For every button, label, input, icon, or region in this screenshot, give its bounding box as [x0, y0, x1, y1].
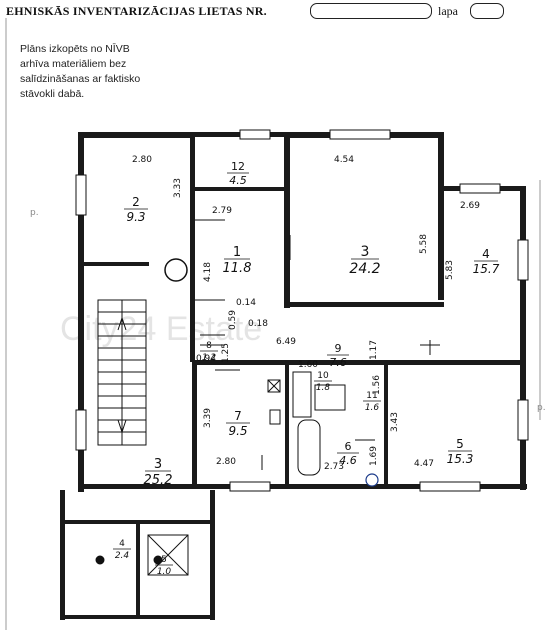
room-label: 51.0 — [155, 555, 173, 577]
doors — [195, 219, 440, 470]
room-label: 111.6 — [363, 391, 381, 413]
note-line: stāvokli dabā. — [20, 88, 85, 100]
dimension-label: 5.58 — [419, 234, 429, 254]
page-number-field — [470, 3, 504, 19]
dimension-label: 3.33 — [173, 178, 183, 198]
bathroom-fixtures — [267, 371, 346, 476]
dimension-label: 1.25 — [221, 343, 231, 363]
room-number: 7 — [234, 409, 242, 423]
meter-symbol — [365, 473, 379, 487]
dimension-label: 4.18 — [203, 262, 213, 282]
dimension-label: 2.79 — [212, 206, 232, 216]
room-area: 11.8 — [223, 261, 252, 276]
dimension-label: 1.60 — [298, 360, 318, 370]
note-line: salīdzināšanas ar faktisko — [20, 73, 141, 85]
lift-shafts — [95, 534, 189, 576]
room-number: 2 — [132, 195, 140, 209]
windows — [75, 129, 529, 492]
room-number: 3 — [154, 457, 162, 472]
room-label: 111.8 — [223, 245, 252, 276]
room-label: 42.4 — [113, 539, 131, 561]
dimension-label: 2.69 — [460, 201, 480, 211]
room-number: 1 — [233, 245, 241, 260]
room-number: 5 — [161, 555, 167, 565]
room-labels: 111.829.3324.2415.7515.364.679.581.297.6… — [113, 160, 500, 577]
dimension-label: 4.54 — [334, 155, 354, 165]
case-number-field — [310, 3, 432, 19]
room-label: 325.2 — [144, 457, 173, 488]
dimension-label: 0.94 — [196, 354, 216, 364]
dimension-label: 4.47 — [414, 459, 434, 469]
room-area: 2.4 — [115, 551, 130, 561]
room-label: 97.6 — [327, 342, 349, 369]
room-area: 4.5 — [229, 174, 247, 187]
dimension-label: 1.56 — [372, 375, 382, 395]
room-area: 24.2 — [349, 261, 380, 277]
margin-marks — [5, 18, 541, 630]
note-line: arhīva materiāliem bez — [20, 58, 127, 70]
room-label: 64.6 — [337, 440, 359, 467]
staircase — [97, 299, 147, 446]
room-area: 1.8 — [316, 383, 331, 393]
copy-disclaimer: Plāns izkopēts no NĪVB arhīva materiālie… — [20, 42, 170, 102]
room-label: 29.3 — [124, 195, 148, 224]
room-area: 25.2 — [144, 473, 173, 488]
room-area: 9.3 — [126, 210, 145, 224]
room-label: 81.2 — [200, 341, 218, 363]
room-label: 124.5 — [227, 160, 249, 187]
room-number: 9 — [335, 342, 342, 355]
note-line: Plāns izkopēts no NĪVB — [20, 43, 130, 55]
room-label: 324.2 — [349, 244, 380, 277]
dimension-label: 2.80 — [132, 155, 152, 165]
room-number: 10 — [317, 371, 329, 381]
room-number: 12 — [231, 160, 245, 173]
watermark-text: City24 Estate — [60, 310, 262, 348]
dimension-labels: 2.80 3.33 4.54 2.79 2.69 4.18 5.58 5.83 0.14 0.59… — [132, 155, 480, 472]
room-area: 1.0 — [157, 567, 172, 577]
dimension-label: 1.17 — [369, 340, 379, 360]
dimension-label: 3.39 — [203, 408, 213, 428]
document-title: EHNISKĀS INVENTARIZĀCIJAS LIETAS NR. — [6, 4, 267, 18]
dimension-label: 2.73 — [324, 462, 344, 472]
room-label: 415.7 — [473, 247, 500, 276]
room-area: 1.2 — [202, 353, 217, 363]
dimension-label: 2.80 — [216, 457, 236, 467]
room-label: 101.8 — [314, 371, 332, 393]
svg-text:p.: p. — [537, 403, 546, 413]
room-number: 4 — [482, 247, 490, 261]
room-label: 515.3 — [447, 437, 474, 466]
dimension-label: 0.14 — [236, 298, 256, 308]
room-label: 79.5 — [226, 409, 250, 438]
page-label: lapa — [438, 4, 458, 18]
dimension-label: 6.49 — [276, 337, 296, 347]
dimension-label: 0.18 — [248, 319, 268, 329]
room-area: 4.6 — [339, 454, 357, 467]
room-area: 15.7 — [473, 262, 500, 276]
room-number: 4 — [119, 539, 125, 549]
room-number: 6 — [345, 440, 352, 453]
room-number: 8 — [206, 341, 212, 351]
room-area: 9.5 — [228, 424, 247, 438]
column-circle — [164, 258, 188, 282]
room-area: 15.3 — [447, 452, 474, 466]
room-number: 5 — [456, 437, 464, 451]
dimension-label: 0.59 — [228, 310, 238, 330]
dimension-label: 3.43 — [390, 412, 400, 432]
dimension-label: 1.69 — [369, 446, 379, 466]
room-area: 1.6 — [365, 403, 380, 413]
room-area: 7.6 — [329, 356, 347, 369]
dimension-label: 5.83 — [445, 260, 455, 280]
svg-text:p.: p. — [30, 208, 39, 218]
document-header: EHNISKĀS INVENTARIZĀCIJAS LIETAS NR. lap… — [0, 0, 556, 22]
room-number: 11 — [366, 391, 377, 401]
room-number: 3 — [361, 244, 370, 260]
